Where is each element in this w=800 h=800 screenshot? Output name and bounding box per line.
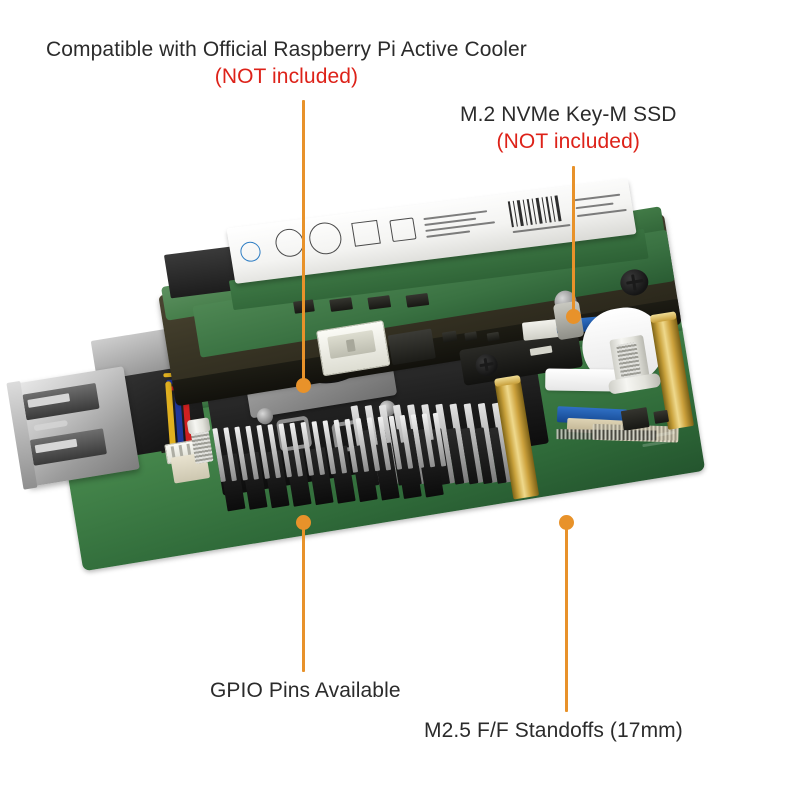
callout-gpio: GPIO Pins Available [210,677,401,704]
callout-standoffs-label: M2.5 F/F Standoffs (17mm) [424,719,683,742]
leader-line-ssd [571,166,575,316]
ssd-triangle-mark [351,219,381,247]
callout-cooler-label: Compatible with Official Raspberry Pi Ac… [46,38,527,61]
leader-dot-ssd [566,309,581,324]
ssd-cert-logo [273,227,306,259]
leader-line-cooler [301,100,305,385]
ssd-bin-mark [389,217,417,243]
ssd-cert-logo [238,240,263,263]
leader-dot-standoffs [559,515,574,530]
callout-gpio-label: GPIO Pins Available [210,679,401,702]
leader-dot-cooler [296,378,311,393]
callout-cooler-note: (NOT included) [214,65,359,89]
smd-part [653,409,670,424]
connector-pads [556,429,657,441]
leader-line-standoffs [564,522,568,712]
leader-dot-gpio [296,515,311,530]
ssd-cert-logo [306,220,344,257]
smd-part [620,407,650,431]
callout-ssd-note: (NOT included) [496,130,640,154]
callout-active-cooler: Compatible with Official Raspberry Pi Ac… [46,36,527,91]
leader-line-gpio [301,522,305,672]
callout-ssd-label: M.2 NVMe Key-M SSD [460,103,677,126]
raspberry-pi-assembly [6,178,739,601]
callout-nvme-ssd: M.2 NVMe Key-M SSD (NOT included) [460,101,677,156]
jst-key [345,339,356,353]
callout-standoffs: M2.5 F/F Standoffs (17mm) [424,717,683,744]
